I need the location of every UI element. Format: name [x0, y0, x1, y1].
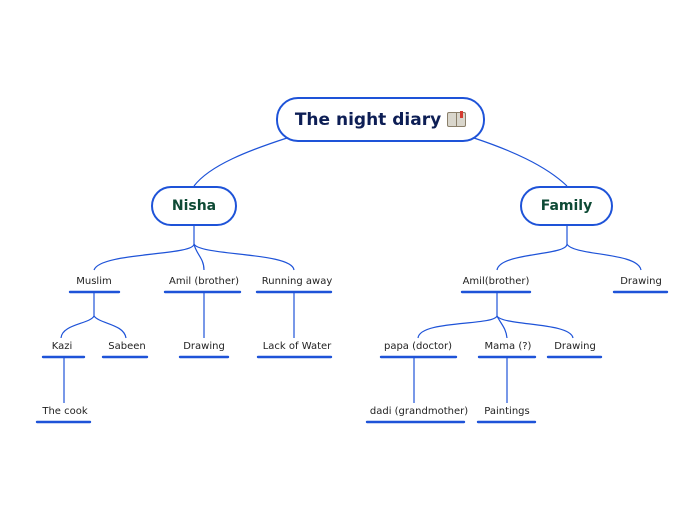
connector-amil-papa	[417, 293, 498, 339]
node-mama[interactable]: Mama (?)	[484, 341, 532, 352]
node-drawing-family[interactable]: Drawing	[620, 276, 662, 287]
node-papa-doctor[interactable]: papa (doctor)	[383, 341, 453, 352]
node-muslim[interactable]: Muslim	[76, 276, 112, 287]
node-kazi[interactable]: Kazi	[51, 341, 73, 352]
connector-family-drawing	[566, 243, 642, 271]
connector-root-nisha	[193, 137, 288, 187]
node-sabeen[interactable]: Sabeen	[108, 341, 146, 352]
connector-amil-drawing2	[496, 315, 574, 339]
branch-label-nisha: Nisha	[171, 198, 217, 214]
open-book-icon	[447, 111, 467, 127]
connector-muslim-kazi	[60, 293, 95, 339]
node-paintings[interactable]: Paintings	[484, 406, 530, 417]
node-amil-brother-nisha[interactable]: Amil (brother)	[169, 276, 239, 287]
branch-node-nisha[interactable]: Nisha	[151, 186, 237, 226]
connector-nisha-running	[193, 243, 295, 271]
connector-family-amil	[496, 226, 568, 271]
branch-node-family[interactable]: Family	[520, 186, 613, 226]
root-label: The night diary	[294, 109, 442, 130]
root-node[interactable]: The night diary	[276, 97, 485, 142]
connector-root-family	[473, 137, 568, 187]
node-running-away[interactable]: Running away	[261, 276, 333, 287]
connector-nisha-amil	[193, 243, 205, 271]
connector-muslim-sabeen	[93, 315, 127, 339]
node-dadi[interactable]: dadi (grandmother)	[369, 406, 469, 417]
node-lack-of-water[interactable]: Lack of Water	[262, 341, 332, 352]
node-drawing-amil[interactable]: Drawing	[554, 341, 596, 352]
branch-label-family: Family	[540, 198, 593, 214]
node-amil-brother-family[interactable]: Amil(brother)	[462, 276, 530, 287]
connector-nisha-muslim	[93, 226, 195, 271]
node-drawing-nisha[interactable]: Drawing	[183, 341, 225, 352]
node-the-cook[interactable]: The cook	[42, 406, 88, 417]
connector-amil-mama	[496, 315, 508, 339]
